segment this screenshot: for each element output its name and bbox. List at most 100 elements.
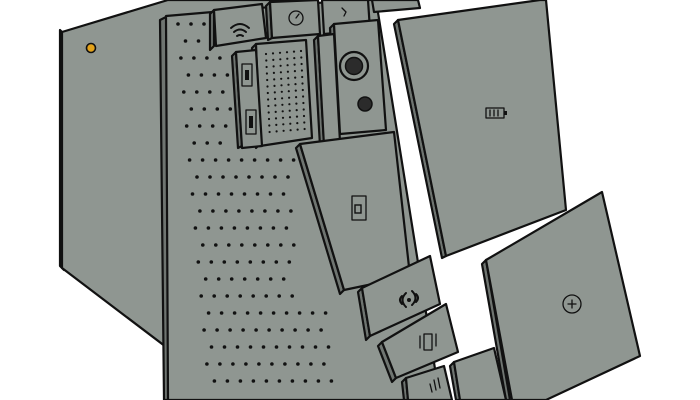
grille-dot xyxy=(272,52,274,54)
grille-dot xyxy=(275,111,277,113)
grille-dot xyxy=(303,108,305,110)
grille-dot xyxy=(276,130,278,132)
grille-dot xyxy=(280,71,282,73)
frame-hole xyxy=(252,379,256,383)
frame-hole xyxy=(254,328,258,332)
grille-dot xyxy=(280,65,282,67)
frame-hole xyxy=(282,192,286,196)
frame-hole xyxy=(217,277,221,281)
grille-dot xyxy=(273,85,275,87)
grille-dot xyxy=(304,128,306,130)
frame-hole xyxy=(221,90,225,94)
frame-hole xyxy=(246,311,250,315)
grille-dot xyxy=(282,110,284,112)
frame-hole xyxy=(273,175,277,179)
frame-hole xyxy=(292,158,296,162)
frame-hole xyxy=(317,379,321,383)
frame-hole xyxy=(279,243,283,247)
frame-hole xyxy=(301,345,305,349)
frame-hole xyxy=(236,260,240,264)
frame-hole xyxy=(296,362,300,366)
frame-hole xyxy=(272,226,276,230)
frame-hole xyxy=(212,294,216,298)
frame-hole xyxy=(240,158,244,162)
frame-hole xyxy=(266,158,270,162)
grille-dot xyxy=(296,122,298,124)
grille-dot xyxy=(265,59,267,61)
grille-dot xyxy=(279,52,281,54)
frame-hole xyxy=(220,226,224,230)
grille-dot xyxy=(268,124,270,126)
grille-dot xyxy=(302,102,304,104)
frame-hole xyxy=(243,277,247,281)
frame-hole xyxy=(246,226,250,230)
frame-hole xyxy=(187,73,191,77)
grille-dot xyxy=(288,103,290,105)
frame-hole xyxy=(203,107,207,111)
grille-dot xyxy=(274,98,276,100)
frame-hole xyxy=(240,243,244,247)
grille-dot xyxy=(266,72,268,74)
frame-hole xyxy=(211,124,215,128)
frame-hole xyxy=(207,226,211,230)
frame-hole xyxy=(205,141,209,145)
frame-hole xyxy=(204,277,208,281)
frame-hole xyxy=(249,260,253,264)
frame-hole xyxy=(195,90,199,94)
frame-hole xyxy=(250,209,254,213)
frame-hole xyxy=(210,260,214,264)
grille-dot xyxy=(294,70,296,72)
frame-hole xyxy=(215,328,219,332)
grille-dot xyxy=(275,117,277,119)
frame-hole xyxy=(197,39,201,43)
grille-dot xyxy=(267,105,269,107)
grille-dot xyxy=(267,98,269,100)
frame-hole xyxy=(262,345,266,349)
frame-hole xyxy=(202,22,206,26)
frame-hole xyxy=(288,345,292,349)
grille-dot xyxy=(295,103,297,105)
frame-hole xyxy=(237,209,241,213)
grille-dot xyxy=(303,115,305,117)
grille-dot xyxy=(294,83,296,85)
frame-hole xyxy=(291,379,295,383)
frame-hole xyxy=(314,345,318,349)
grille-dot xyxy=(273,65,275,67)
frame-hole xyxy=(288,260,292,264)
grille-dot xyxy=(302,95,304,97)
frame-hole xyxy=(282,277,286,281)
frame-hole xyxy=(260,175,264,179)
grille-dot xyxy=(268,111,270,113)
frame-hole xyxy=(319,328,323,332)
frame-hole xyxy=(293,328,297,332)
frame-hole xyxy=(226,73,230,77)
frame-hole xyxy=(190,107,194,111)
frame-hole xyxy=(213,73,217,77)
frame-hole xyxy=(198,209,202,213)
grille-dot xyxy=(287,71,289,73)
frame-hole xyxy=(192,141,196,145)
grille-dot xyxy=(296,116,298,118)
clock-module xyxy=(266,0,320,40)
frame-hole xyxy=(290,294,294,298)
grille-dot xyxy=(301,82,303,84)
grille-dot xyxy=(272,59,274,61)
grille-dot xyxy=(265,53,267,55)
grille-dot xyxy=(282,123,284,125)
frame-hole xyxy=(278,379,282,383)
frame-hole xyxy=(194,226,198,230)
grille-dot xyxy=(266,85,268,87)
grille-dot xyxy=(301,63,303,65)
frame-hole xyxy=(309,362,313,366)
frame-hole xyxy=(251,294,255,298)
frame-hole xyxy=(259,311,263,315)
grille-dot xyxy=(269,131,271,133)
frame-hole xyxy=(220,311,224,315)
frame-hole xyxy=(256,277,260,281)
frame-hole xyxy=(330,379,334,383)
grille-dot xyxy=(274,104,276,106)
frame-hole xyxy=(263,209,267,213)
frame-hole xyxy=(285,226,289,230)
frame-hole xyxy=(298,311,302,315)
